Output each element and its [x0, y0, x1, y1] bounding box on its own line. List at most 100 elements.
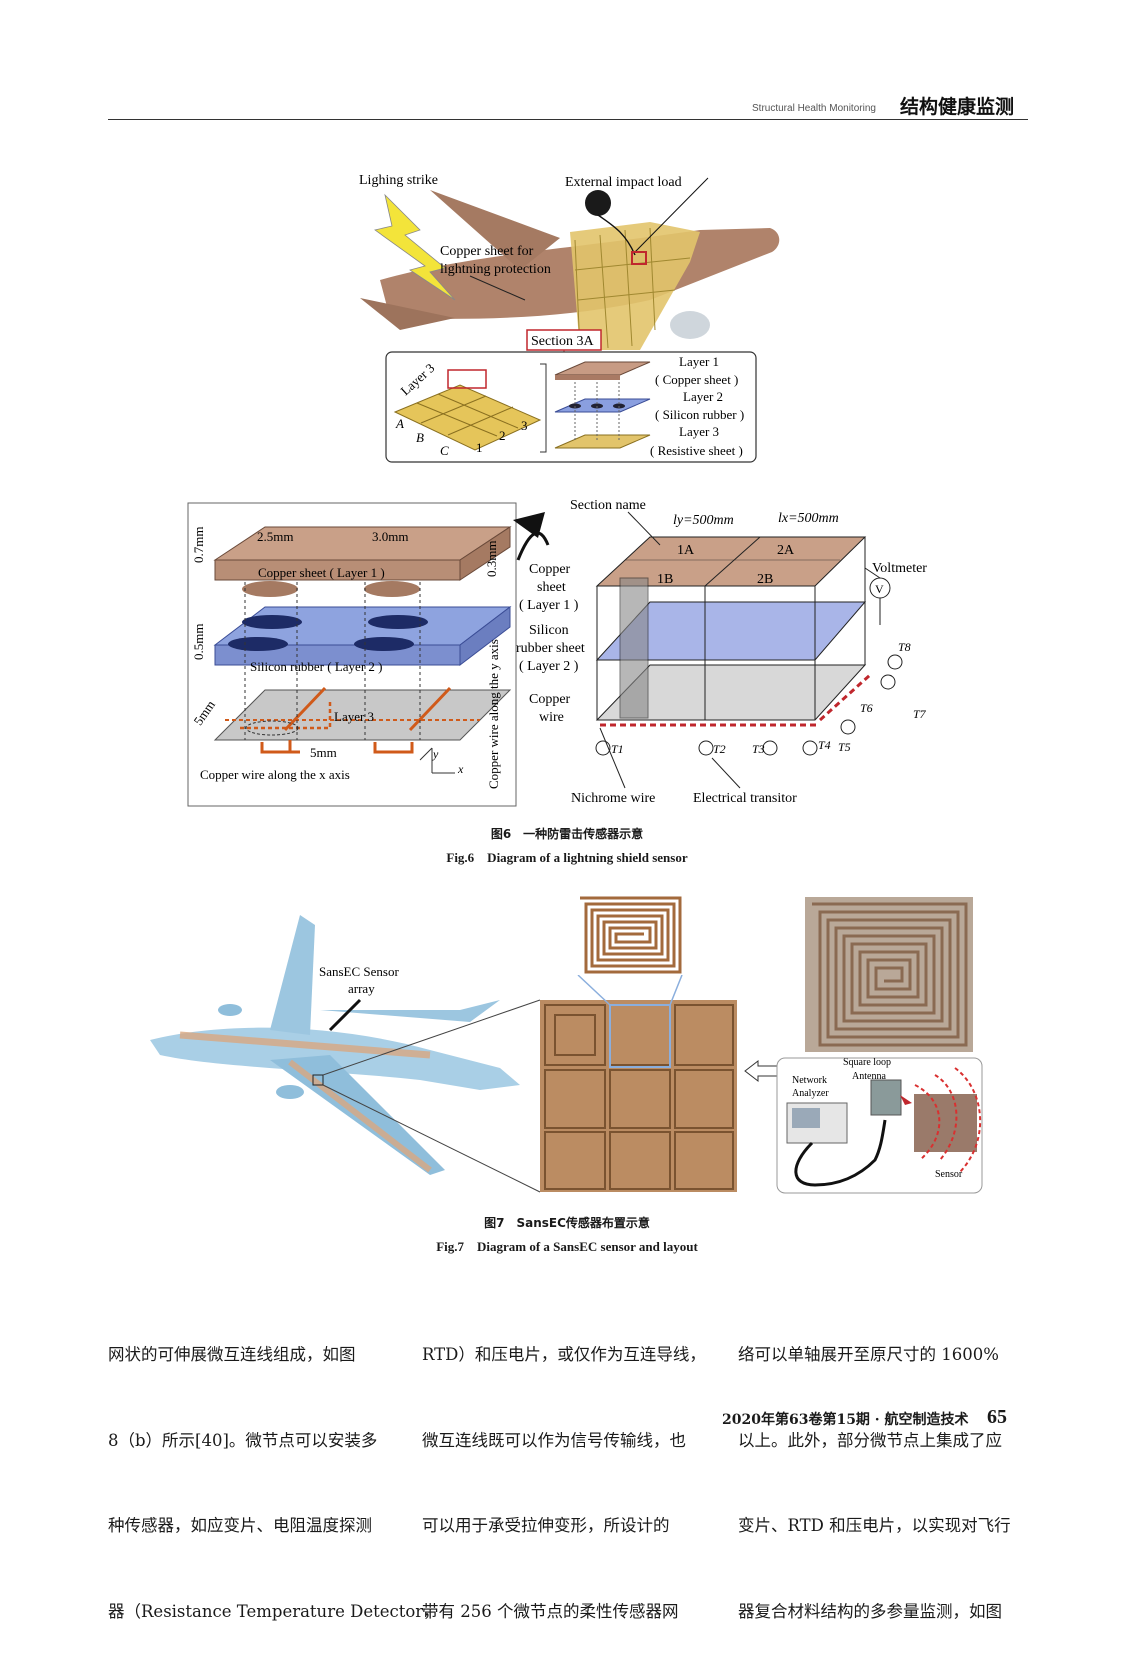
label-copper-sheet-2: lightning protection — [440, 262, 551, 277]
fig7-caption-cn: 图7 SansEC传感器布置示意 — [484, 1216, 650, 1230]
col1-line-4: 器（Resistance Temperature Detector， — [108, 1601, 440, 1621]
label-layer1-sub: ( Copper sheet ) — [655, 372, 738, 387]
label-layer2-sub: ( Silicon rubber ) — [655, 407, 744, 422]
label-network-1: Network — [792, 1075, 827, 1086]
header-chinese-title: 结构健康监测 — [900, 96, 1015, 118]
header-english-title: Structural Health Monitoring — [752, 103, 876, 114]
arrow-left-icon — [744, 1059, 778, 1083]
fig6-caption-cn: 图6 一种防雷击传感器示意 — [490, 827, 644, 841]
label-lighting-strike: Lighing strike — [359, 173, 438, 188]
exploded-copper-sheet — [213, 526, 512, 597]
label-copper-sheet-1: Copper sheet for — [440, 244, 534, 259]
label-external-impact: External impact load — [565, 175, 682, 190]
footer-journal: 2020年第63卷第15期 · 航空制造技术 — [722, 1412, 969, 1428]
label-section-name: Section name — [570, 498, 646, 513]
layer-stack — [554, 361, 651, 449]
label-voltmeter: Voltmeter — [872, 561, 927, 576]
section-2b: 2B — [757, 572, 773, 587]
grid-label-3: 3 — [521, 418, 528, 433]
dim-2-5mm: 2.5mm — [257, 529, 293, 544]
transistor-t2: T2 — [713, 742, 726, 756]
exploded-silicon-rubber — [213, 605, 512, 667]
label-copper-sheet-r1: Copper — [529, 562, 571, 577]
lightning-icon — [374, 193, 456, 301]
label-network-2: Analyzer — [792, 1088, 829, 1099]
label-silicon-r2: rubber sheet — [516, 641, 585, 656]
label-layer3: Layer 3 — [679, 424, 719, 439]
grid-label-2: 2 — [499, 428, 506, 443]
label-antenna-2: Antenna — [852, 1071, 886, 1082]
grid-label-c: C — [440, 443, 449, 458]
col3-line-1: 络可以单轴展开至原尺寸的 1600% — [738, 1345, 999, 1364]
transistor-t8: T8 — [898, 640, 911, 654]
label-nichrome-wire: Nichrome wire — [571, 791, 655, 806]
col1-line-1: 网状的可伸展微互连线组成，如图 — [108, 1345, 356, 1364]
label-layer3-detail: Layer 3 — [334, 709, 374, 724]
label-layer2: Layer 2 — [683, 389, 723, 404]
fig6-caption-en: Fig.6 Diagram of a lightning shield sens… — [446, 850, 688, 865]
section-2a: 2A — [777, 543, 795, 558]
exploded-layer3 — [213, 582, 512, 754]
fig7-caption-en: Fig.7 Diagram of a SansEC sensor and lay… — [436, 1239, 698, 1254]
dim-0-7mm: 0.7mm — [191, 527, 206, 563]
dim-0-3mm: 0.3mm — [484, 541, 499, 577]
network-analyzer-icon — [786, 1067, 981, 1187]
col3-line-4: 器复合材料结构的多参量监测，如图 — [738, 1601, 1002, 1621]
label-sensor: Sensor — [935, 1169, 963, 1180]
section-1b: 1B — [657, 572, 673, 587]
axis-y: y — [432, 747, 439, 761]
transistor-t4: T4 — [818, 738, 831, 752]
axis-x: x — [457, 762, 464, 776]
grid-label-a: A — [395, 416, 404, 431]
label-copper-sheet-layer1: Copper sheet ( Layer 1 ) — [258, 565, 385, 580]
spiral-sensor-array — [540, 974, 737, 1192]
label-sansec-array-1: SansEC Sensor — [319, 964, 399, 979]
label-wire-x: Copper wire along the x axis — [200, 767, 350, 782]
transistor-t1: T1 — [611, 742, 624, 756]
section-1a: 1A — [677, 543, 695, 558]
arrow-icon — [513, 512, 545, 538]
dim-ly: ly=500mm — [673, 513, 734, 528]
transistor-t5: T5 — [838, 740, 851, 754]
voltmeter-icon: V — [875, 582, 884, 596]
col2-line-3: 可以用于承受拉伸变形，所设计的 — [422, 1516, 670, 1535]
col1-line-3: 种传感器，如应变片、电阻温度探测 — [108, 1516, 372, 1535]
header-rule — [108, 119, 1028, 120]
col1-line-2: 8（b）所示[40]。微节点可以安装多 — [108, 1430, 378, 1450]
transistor-t7: T7 — [913, 707, 927, 721]
body-column-1: 网状的可伸展微互连线组成，如图 8（b）所示[40]。微节点可以安装多 种传感器… — [108, 1284, 440, 1655]
label-section-3a: Section 3A — [531, 334, 594, 349]
label-layer1: Layer 1 — [679, 354, 719, 369]
page-number: 65 — [987, 1406, 1007, 1428]
airplane-top — [360, 177, 780, 351]
grid-label-1: 1 — [476, 440, 483, 455]
body-column-2: RTD）和压电片，或仅作为互连导线， 微互连线既可以作为信号传输线，也 可以用于… — [422, 1284, 706, 1655]
dim-lx: lx=500mm — [778, 511, 839, 526]
label-copper-wire-r2: wire — [539, 710, 564, 725]
dim-5mm-b: 5mm — [310, 745, 337, 760]
dim-0-5mm: 0.5mm — [191, 624, 206, 660]
label-silicon-layer2: Silicon rubber ( Layer 2 ) — [250, 659, 382, 674]
label-silicon-r1: Silicon — [529, 623, 569, 638]
label-copper-sheet-r2: sheet — [537, 580, 566, 595]
col2-line-4: 带有 256 个微节点的柔性传感器网 — [422, 1601, 679, 1621]
dim-3-0mm: 3.0mm — [372, 529, 408, 544]
grid-label-b: B — [416, 430, 424, 445]
airplane-blue — [150, 915, 541, 1193]
resistive-grid-panel — [393, 369, 542, 451]
label-layer3-sub: ( Resistive sheet ) — [650, 443, 743, 458]
label-sansec-array-2: array — [348, 981, 375, 996]
col3-line-2: 以上。此外，部分微节点上集成了应 — [738, 1430, 1002, 1450]
sensor-structure-3d — [595, 536, 903, 756]
label-antenna-1: Square loop — [843, 1057, 891, 1068]
col2-line-2: 微互连线既可以作为信号传输线，也 — [422, 1430, 686, 1450]
col2-line-1: RTD）和压电片，或仅作为互连导线， — [422, 1345, 706, 1364]
label-copper-wire-r1: Copper — [529, 692, 571, 707]
label-electrical-transistor: Electrical transitor — [693, 791, 797, 806]
label-wire-y: Copper wire along the y axis — [486, 639, 501, 789]
label-copper-sheet-r3: ( Layer 1 ) — [519, 598, 579, 613]
body-column-3: 络可以单轴展开至原尺寸的 1600% 以上。此外，部分微节点上集成了应 变片、R… — [738, 1284, 1011, 1655]
transistor-t6: T6 — [860, 701, 873, 715]
spiral-photo — [805, 897, 973, 1052]
transistor-t3: T3 — [752, 742, 765, 756]
